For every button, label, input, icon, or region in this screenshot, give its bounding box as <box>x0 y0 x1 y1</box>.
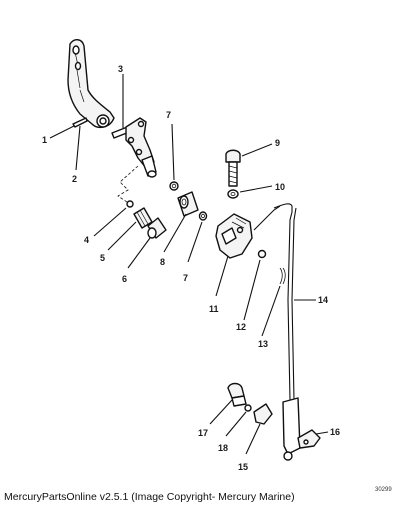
callout-9: 9 <box>275 138 280 148</box>
callout-14: 14 <box>318 295 328 305</box>
callout-2: 2 <box>72 174 77 184</box>
leader-7-lower <box>187 221 203 263</box>
leader-8 <box>163 213 187 253</box>
part-clip <box>297 429 321 449</box>
leader-16 <box>315 431 329 435</box>
callout-7-lower: 7 <box>183 273 188 283</box>
leader-15 <box>245 423 261 455</box>
part-lever-handle <box>67 39 115 129</box>
part-bracket-block <box>215 213 253 259</box>
leader-11 <box>215 255 229 297</box>
part-shaft-bracket <box>111 117 157 178</box>
callout-6: 6 <box>122 274 127 284</box>
callout-3: 3 <box>118 64 123 74</box>
part-link-rod <box>253 203 301 461</box>
callout-12: 12 <box>236 322 246 332</box>
part-washer-10 <box>227 189 239 199</box>
callout-17: 17 <box>198 428 208 438</box>
callout-11: 11 <box>209 304 219 314</box>
drawing-number: 30299 <box>375 487 392 493</box>
leader-10 <box>239 185 273 193</box>
part-retainer <box>253 403 273 425</box>
leader-2 <box>75 125 81 171</box>
callout-15: 15 <box>238 462 248 472</box>
part-washer-lower <box>198 211 208 221</box>
part-bolt-lower <box>227 382 247 407</box>
leader-4 <box>93 207 127 237</box>
callout-13: 13 <box>258 339 268 349</box>
callout-8: 8 <box>160 257 165 267</box>
leader-12 <box>243 259 261 321</box>
callout-18: 18 <box>218 443 228 453</box>
part-small-washer <box>257 249 267 259</box>
callout-1: 1 <box>42 135 47 145</box>
assembly-dashed-line <box>117 165 139 205</box>
leader-18 <box>225 411 247 437</box>
callout-7-upper: 7 <box>166 110 171 120</box>
leader-9 <box>241 143 273 157</box>
leader-6 <box>127 237 151 269</box>
part-washer-18 <box>244 404 252 412</box>
footer-credit: MercuryPartsOnline v2.5.1 (Image Copyrig… <box>4 491 295 503</box>
callout-5: 5 <box>100 253 105 263</box>
leader-17 <box>209 399 233 425</box>
leader-5 <box>107 221 137 251</box>
part-pin <box>72 117 88 128</box>
part-bolt <box>225 149 241 187</box>
callout-16: 16 <box>330 427 340 437</box>
leader-13 <box>261 285 281 337</box>
callout-4: 4 <box>84 235 89 245</box>
part-cotter-pin <box>279 267 286 285</box>
callout-10: 10 <box>275 182 285 192</box>
part-small-ball <box>126 200 134 208</box>
part-sleeve <box>147 217 167 239</box>
part-washer-upper <box>169 181 179 191</box>
leader-7-upper <box>171 123 175 181</box>
part-bushing <box>177 191 199 217</box>
